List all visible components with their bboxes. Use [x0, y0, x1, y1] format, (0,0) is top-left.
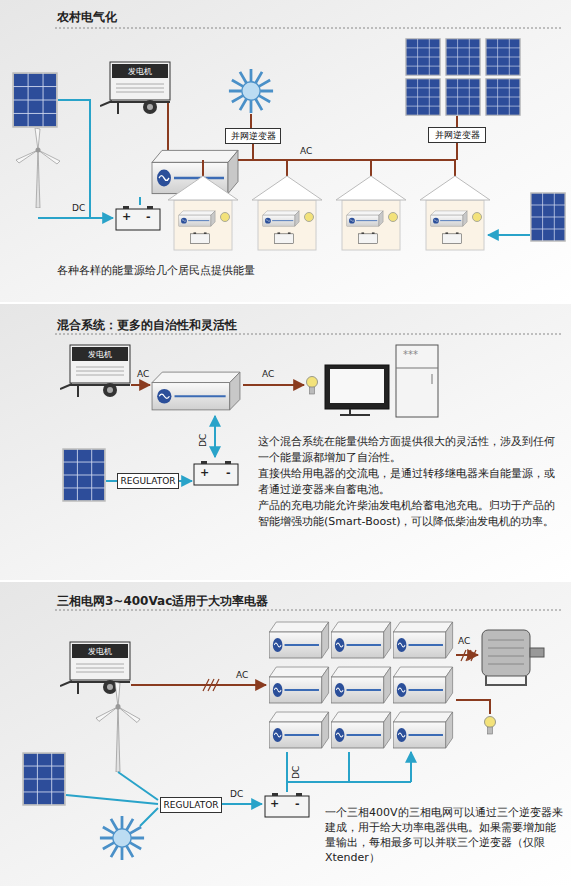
terminal-sign: - — [146, 210, 151, 223]
ac-label: AC — [262, 369, 274, 380]
inverter-box: 并网逆变器 — [428, 127, 486, 143]
inverter-box: 并网逆变器 — [225, 128, 281, 144]
description-text: 产品的充电功能允许柴油发电机给蓄电池充电。归功于产品的智能增强功能(Smart-… — [258, 498, 560, 530]
regulator-box: REGULATOR — [117, 473, 179, 489]
dc-label: DC — [198, 434, 209, 447]
terminal-sign: + — [270, 797, 279, 810]
description-text: 这个混合系统在能量供给方面提供很大的灵活性，涉及到任何一个能量源都增加了自治性。 — [258, 434, 560, 466]
box-text: 发电机 — [88, 349, 112, 360]
ac-label: AC — [300, 146, 312, 157]
generator-label: 发电机 — [72, 347, 128, 361]
terminal-sign: - — [295, 797, 300, 810]
section-title: 农村电气化 — [57, 10, 117, 24]
terminal-sign: + — [122, 210, 131, 223]
description-text: 一个三相400V的三相电网可以通过三个逆变器来建成，用于给大功率电器供电。如果需… — [325, 805, 565, 865]
generator-label: 发电机 — [112, 64, 168, 78]
dc-label: DC — [230, 789, 243, 800]
ac-label: AC — [458, 636, 470, 647]
caption-text: 各种各样的能量源给几个居民点提供能量 — [57, 264, 255, 277]
section-title: 混合系统：更多的自治性和灵活性 — [57, 318, 237, 332]
fridge-mark: *** — [403, 349, 418, 361]
box-text: 并网逆变器 — [231, 130, 276, 143]
box-text: REGULATOR — [163, 800, 218, 810]
description-text: 直接供给用电器的交流电，是通过转移继电器来自能量源，或者通过逆变器来自蓄电池。 — [258, 466, 560, 498]
box-text: REGULATOR — [120, 476, 175, 486]
generator-label: 发电机 — [72, 644, 128, 658]
ac-label: AC — [236, 670, 248, 681]
box-text: 并网逆变器 — [435, 129, 480, 142]
box-text: 发电机 — [128, 66, 152, 77]
box-text: 发电机 — [88, 646, 112, 657]
section-title: 三相电网3~400Vac适用于大功率电器 — [57, 594, 268, 608]
terminal-sign: - — [226, 466, 231, 479]
dc-label: DC — [291, 766, 302, 779]
dc-label: DC — [72, 203, 85, 214]
terminal-sign: + — [200, 466, 209, 479]
regulator-box: REGULATOR — [160, 797, 222, 813]
ac-label: AC — [137, 369, 149, 380]
